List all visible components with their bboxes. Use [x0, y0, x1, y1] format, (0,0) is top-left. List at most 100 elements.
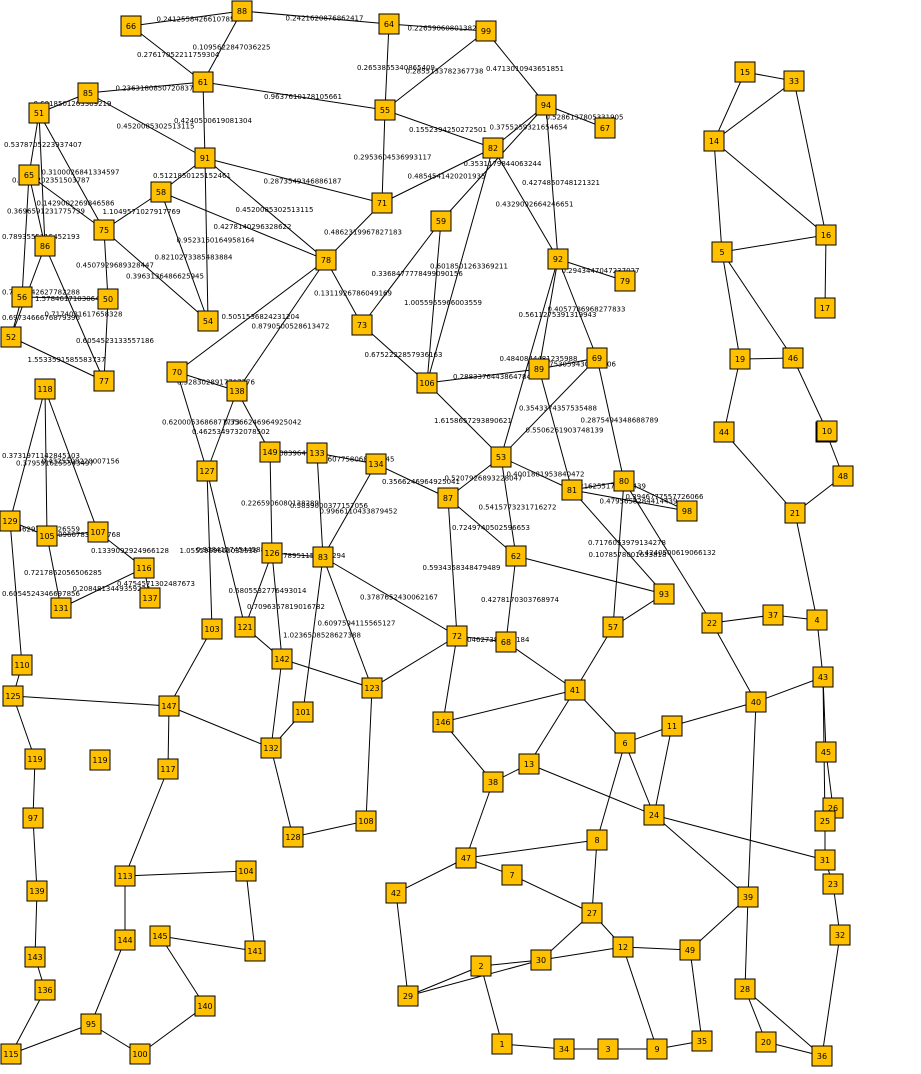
graph-node-29[interactable]: 29 [397, 985, 419, 1007]
graph-node-126[interactable]: 126 [261, 542, 283, 564]
graph-node-133[interactable]: 133 [306, 442, 328, 464]
graph-node-3[interactable]: 3 [597, 1038, 619, 1060]
graph-node-115[interactable]: 115 [0, 1043, 22, 1065]
graph-node-146[interactable]: 146 [432, 711, 454, 733]
graph-node-50[interactable]: 50 [97, 288, 119, 310]
graph-node-106[interactable]: 106 [416, 372, 438, 394]
graph-node-68[interactable]: 68 [495, 631, 517, 653]
graph-node-31[interactable]: 31 [814, 849, 836, 871]
graph-node-66[interactable]: 66 [120, 15, 142, 37]
graph-node-39[interactable]: 39 [737, 886, 759, 908]
graph-node-129[interactable]: 129 [0, 510, 21, 532]
graph-node-88[interactable]: 88 [231, 0, 253, 22]
graph-node-36[interactable]: 36 [811, 1045, 833, 1067]
graph-node-28[interactable]: 28 [734, 978, 756, 1000]
graph-node-134[interactable]: 134 [365, 453, 387, 475]
graph-node-5[interactable]: 5 [711, 241, 733, 263]
graph-node-64[interactable]: 64 [378, 13, 400, 35]
graph-node-58[interactable]: 58 [150, 181, 172, 203]
graph-node-53[interactable]: 53 [490, 446, 512, 468]
graph-node-144[interactable]: 144 [114, 929, 136, 951]
graph-node-86[interactable]: 86 [34, 235, 56, 257]
graph-node-43[interactable]: 43 [812, 666, 834, 688]
graph-node-108[interactable]: 108 [355, 810, 377, 832]
graph-node-65[interactable]: 65 [18, 164, 40, 186]
graph-node-55[interactable]: 55 [374, 99, 396, 121]
graph-node-93[interactable]: 93 [653, 583, 675, 605]
graph-node-37[interactable]: 37 [762, 604, 784, 626]
graph-node-8[interactable]: 8 [586, 829, 608, 851]
graph-node-113[interactable]: 113 [114, 865, 136, 887]
graph-node-142[interactable]: 142 [271, 648, 293, 670]
graph-node-100[interactable]: 100 [129, 1043, 151, 1065]
graph-node-35[interactable]: 35 [691, 1030, 713, 1052]
graph-node-48[interactable]: 48 [832, 465, 854, 487]
graph-node-9[interactable]: 9 [646, 1038, 668, 1060]
graph-node-22[interactable]: 22 [701, 612, 723, 634]
graph-node-87[interactable]: 87 [437, 487, 459, 509]
graph-node-62[interactable]: 62 [505, 545, 527, 567]
graph-node-57[interactable]: 57 [602, 616, 624, 638]
graph-node-13[interactable]: 13 [518, 753, 540, 775]
graph-node-14[interactable]: 14 [703, 130, 725, 152]
graph-node-34[interactable]: 34 [553, 1038, 575, 1060]
graph-node-32[interactable]: 32 [829, 924, 851, 946]
graph-node-94[interactable]: 94 [535, 94, 557, 116]
graph-node-147[interactable]: 147 [158, 695, 180, 717]
graph-node-139[interactable]: 139 [26, 880, 48, 902]
graph-node-71[interactable]: 71 [371, 192, 393, 214]
graph-node-119[interactable]: 119 [24, 748, 46, 770]
graph-node-47[interactable]: 47 [455, 847, 477, 869]
graph-node-110[interactable]: 110 [11, 654, 33, 676]
graph-node-136[interactable]: 136 [34, 979, 56, 1001]
graph-node-69[interactable]: 69 [586, 347, 608, 369]
graph-node-99[interactable]: 99 [475, 20, 497, 42]
graph-node-42[interactable]: 42 [385, 882, 407, 904]
graph-node-70[interactable]: 70 [166, 361, 188, 383]
graph-node-6[interactable]: 6 [614, 732, 636, 754]
graph-node-123[interactable]: 123 [361, 677, 383, 699]
graph-node-17[interactable]: 17 [814, 297, 836, 319]
graph-node-98[interactable]: 98 [676, 500, 698, 522]
graph-node-143[interactable]: 143 [24, 946, 46, 968]
graph-node-72[interactable]: 72 [446, 625, 468, 647]
graph-node-103[interactable]: 103 [201, 618, 223, 640]
graph-node-44b[interactable]: 119 [89, 749, 111, 771]
graph-node-10[interactable]: 10 [816, 420, 838, 442]
graph-node-117[interactable]: 117 [157, 758, 179, 780]
graph-node-33[interactable]: 33 [783, 70, 805, 92]
graph-node-73[interactable]: 73 [351, 314, 373, 336]
graph-node-61[interactable]: 61 [192, 71, 214, 93]
graph-node-46[interactable]: 46 [782, 347, 804, 369]
graph-node-80[interactable]: 80 [613, 470, 635, 492]
graph-node-44[interactable]: 44 [713, 421, 735, 443]
graph-node-24[interactable]: 24 [643, 804, 665, 826]
graph-node-27[interactable]: 27 [581, 902, 603, 924]
graph-node-67[interactable]: 67 [594, 117, 616, 139]
graph-node-101[interactable]: 101 [292, 701, 314, 723]
graph-node-52[interactable]: 52 [0, 326, 22, 348]
graph-node-107[interactable]: 107 [87, 521, 109, 543]
graph-node-118[interactable]: 118 [34, 378, 56, 400]
graph-node-104[interactable]: 104 [235, 860, 257, 882]
graph-node-75[interactable]: 75 [93, 219, 115, 241]
graph-node-2[interactable]: 2 [470, 955, 492, 977]
graph-node-85[interactable]: 85 [77, 82, 99, 104]
graph-node-91[interactable]: 91 [194, 147, 216, 169]
graph-node-19[interactable]: 19 [729, 348, 751, 370]
graph-node-125[interactable]: 125 [2, 685, 24, 707]
graph-node-92[interactable]: 92 [547, 248, 569, 270]
graph-node-12[interactable]: 12 [612, 936, 634, 958]
graph-node-30[interactable]: 30 [530, 949, 552, 971]
graph-node-21[interactable]: 21 [784, 502, 806, 524]
graph-node-41[interactable]: 41 [564, 679, 586, 701]
graph-node-141[interactable]: 141 [244, 940, 266, 962]
graph-node-79[interactable]: 79 [614, 270, 636, 292]
graph-node-54[interactable]: 54 [197, 310, 219, 332]
graph-node-49[interactable]: 49 [679, 939, 701, 961]
graph-node-140[interactable]: 140 [194, 995, 216, 1017]
graph-node-56[interactable]: 56 [11, 286, 33, 308]
graph-node-51[interactable]: 51 [28, 102, 50, 124]
graph-node-20[interactable]: 20 [755, 1031, 777, 1053]
graph-node-137[interactable]: 137 [139, 587, 161, 609]
